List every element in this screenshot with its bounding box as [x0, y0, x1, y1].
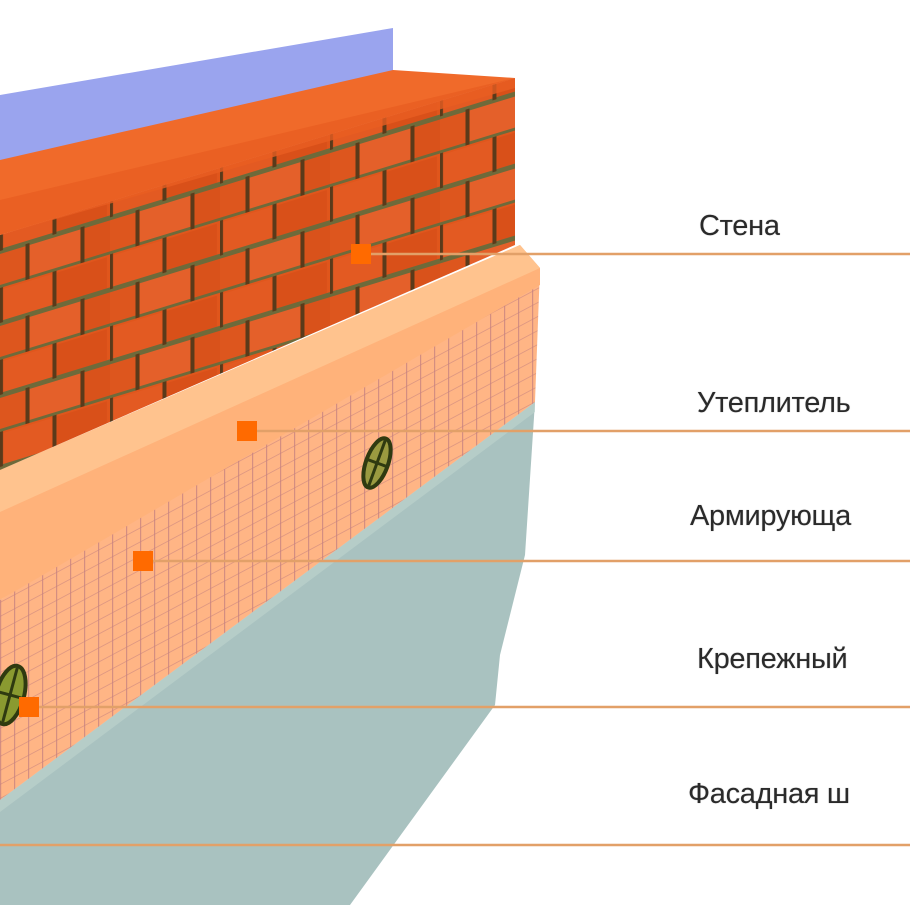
label-fastener: Крепежный — [697, 643, 848, 675]
label-wall: Стена — [699, 210, 780, 242]
marker-insulation — [237, 421, 257, 441]
label-reinforcing-mesh: Армирующа — [690, 500, 851, 532]
label-facade-plaster: Фасадная ш — [688, 778, 850, 810]
brick-wall — [0, 78, 515, 470]
brick-wall-top-shade — [0, 78, 515, 235]
marker-mesh — [133, 551, 153, 571]
leader-lines — [0, 252, 910, 847]
marker-fastener — [19, 697, 39, 717]
label-insulation: Утеплитель — [697, 387, 851, 419]
marker-wall — [351, 244, 371, 264]
plaster-layer — [0, 402, 535, 905]
dowel-icon — [361, 436, 393, 490]
mesh-layer — [0, 268, 540, 800]
markers — [19, 244, 371, 717]
insulation-layer — [0, 245, 540, 600]
insulation-top-face — [0, 245, 540, 512]
